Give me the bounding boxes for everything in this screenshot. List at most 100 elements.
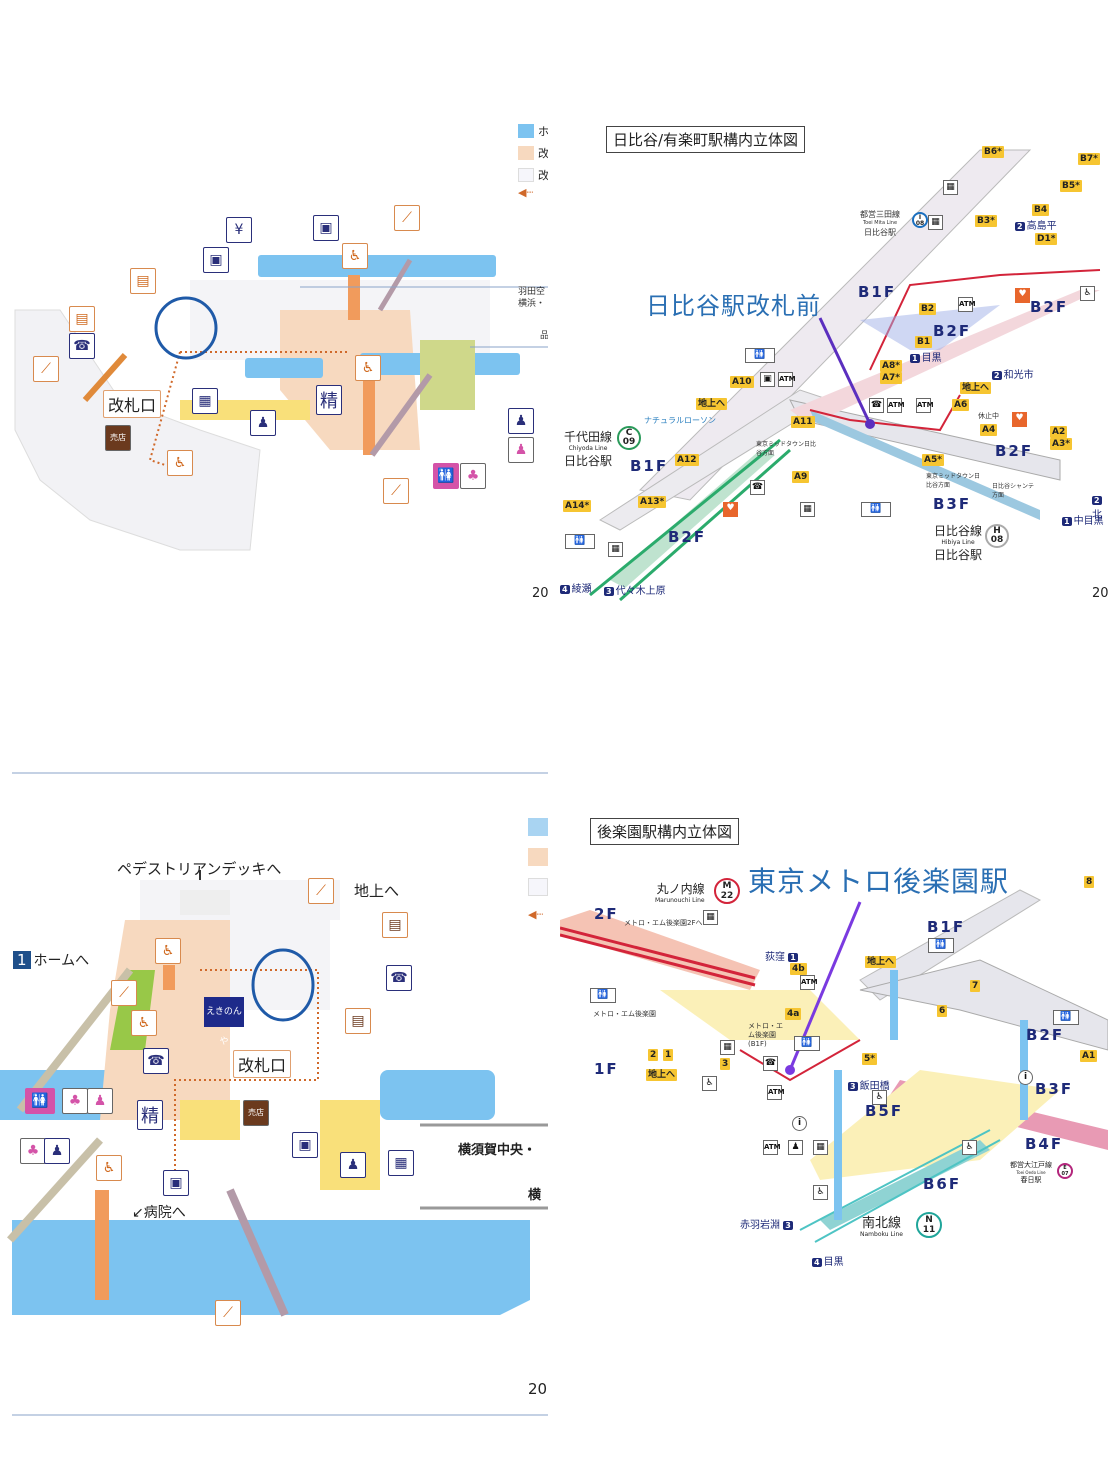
atm-icon [916, 398, 931, 413]
atm-icon [887, 398, 902, 413]
hospital-direction-label: ↙病院へ [132, 1205, 186, 1221]
restroom-icon [590, 988, 616, 1003]
annotation-pointer [818, 317, 872, 425]
line-name: 千代田線 [564, 430, 613, 444]
ground-direction-label: 地上へ [354, 882, 400, 900]
platform-lower-left [245, 358, 323, 378]
destination-label: 横 [528, 1188, 542, 1203]
escalator-icon [33, 356, 59, 382]
shop-sign: えきのんや [204, 997, 244, 1047]
exit-label: B4 [1032, 204, 1050, 216]
namboku-platform [820, 1140, 990, 1230]
ticket-gate-label: 改札口 [233, 1050, 292, 1078]
mita-line-marker: 都営三田線 Toei Mita Line 日比谷駅 [860, 210, 900, 237]
exit-label: D1* [1035, 233, 1058, 245]
direction-note: 東京ミッドタウン日比谷方面 [926, 473, 981, 489]
exit-label: 4b [790, 963, 807, 975]
locker-icon [203, 247, 229, 273]
station-staff-icon [250, 410, 276, 436]
baby-care-icon [62, 1088, 88, 1114]
coin-locker-icon [69, 306, 95, 332]
station-name: 日比谷駅 [864, 228, 896, 237]
floor-label: B1F [927, 918, 966, 936]
elevator-icon [872, 1090, 887, 1105]
wheelchair-icon [702, 1076, 717, 1091]
mens-restroom-icon [508, 408, 534, 434]
floor-label: B3F [1035, 1080, 1074, 1098]
floor-label: B2F [1026, 1026, 1065, 1044]
metro-m-label: メトロ・エム後楽園2Fへ [624, 919, 703, 927]
mens-restroom-icon [44, 1138, 70, 1164]
escalator-icon [215, 1300, 241, 1326]
escalator-icon [394, 205, 420, 231]
line-name: 都営大江戸線 [1010, 1161, 1052, 1169]
legend-label: ホ [538, 125, 548, 138]
floor-label: B5F [865, 1102, 904, 1120]
coin-locker-icon [382, 912, 408, 938]
elevator-icon [355, 355, 381, 381]
line-name-en: Toei Mita Line [862, 220, 898, 226]
exit-label: 2 [648, 1049, 659, 1061]
chiyoda-line-marker: 千代田線 Chiyoda Line 日比谷駅 [564, 428, 612, 469]
page-number: 20 [532, 586, 548, 601]
line-name-en: Toei Oedo Line [1016, 1170, 1046, 1175]
phone-icon [763, 1056, 778, 1071]
exit-label: B6* [982, 146, 1004, 158]
escalator-icon [383, 478, 409, 504]
exit-label: A2 [1050, 426, 1068, 438]
annotation-label: 東京メトロ後楽園駅 [748, 865, 1010, 898]
legend-arrow-icon: ◀┈ [518, 186, 534, 199]
exit-label: 6 [937, 1005, 948, 1017]
restroom-icon [25, 1088, 55, 1114]
exit-label: 5* [862, 1053, 877, 1065]
floor-label: B4F [1025, 1135, 1064, 1153]
map-title: 後楽園駅構内立体図 [590, 818, 740, 845]
destination-label: 横須賀中央・ [458, 1143, 537, 1158]
map-title: 日比谷/有楽町駅構内立体図 [606, 126, 806, 153]
metro-m-label: メトロ・エム後楽園(B1F) [748, 1022, 783, 1048]
legend-label: 改 [538, 169, 548, 182]
exit-label: A6 [952, 399, 970, 411]
ticket-office-icon [192, 388, 218, 414]
escalator-icon [308, 878, 334, 904]
marunouchi-line-marker: 丸ノ内線 Marunouchi Line [655, 880, 705, 904]
korakuen-3d-map [560, 889, 1108, 1243]
exit-label: A12 [675, 454, 699, 466]
exit-label: 地上へ [960, 382, 992, 394]
yokohama-station-map-bottom: ペデストリアンデッキへ 地上へ 1 ホームへ えきのんや 改札口 精 売店 ↙病… [0, 770, 548, 1420]
floor-label: B6F [923, 1175, 962, 1193]
ticket-machine-icon [800, 502, 815, 517]
exit-label: B2 [919, 303, 937, 315]
line-name-en: Namboku Line [860, 1231, 903, 1238]
highlight-circle [251, 948, 315, 1022]
oedo-line-marker: 都営大江戸線 Toei Oedo Line 春日駅 [1010, 1160, 1052, 1185]
direction-note: 東京ミッドタウン日比谷方面 [756, 441, 817, 457]
ticket-office-icon [388, 1150, 414, 1176]
station-name: 日比谷駅 [564, 454, 613, 468]
elevator-icon [342, 243, 368, 269]
destination-label: 羽田空 [518, 287, 546, 297]
baby-care-icon [460, 463, 486, 489]
line-name-en: Hibiya Line [941, 539, 975, 546]
fare-adjustment-icon: 精 [137, 1100, 163, 1130]
floor-label: B1F [858, 283, 897, 301]
hospital-label: 病院へ [143, 1205, 186, 1221]
ticket-machine-icon [226, 217, 252, 243]
exit-label: 地上へ [696, 398, 728, 410]
legend-swatch-outside [528, 878, 548, 896]
page-number: 20 [528, 1380, 548, 1398]
exit-label: A9 [792, 471, 810, 483]
aed-icon [723, 502, 738, 517]
ticket-machine-icon [813, 1140, 828, 1155]
exit-label: 8 [1084, 876, 1095, 888]
info-icon [792, 1116, 807, 1131]
coin-locker-icon [345, 1008, 371, 1034]
destination-label: 横浜・ [518, 299, 546, 309]
platform-label: ホームへ [33, 953, 90, 969]
legend-swatch-platform [528, 818, 548, 836]
legend-label: 改 [538, 147, 548, 160]
